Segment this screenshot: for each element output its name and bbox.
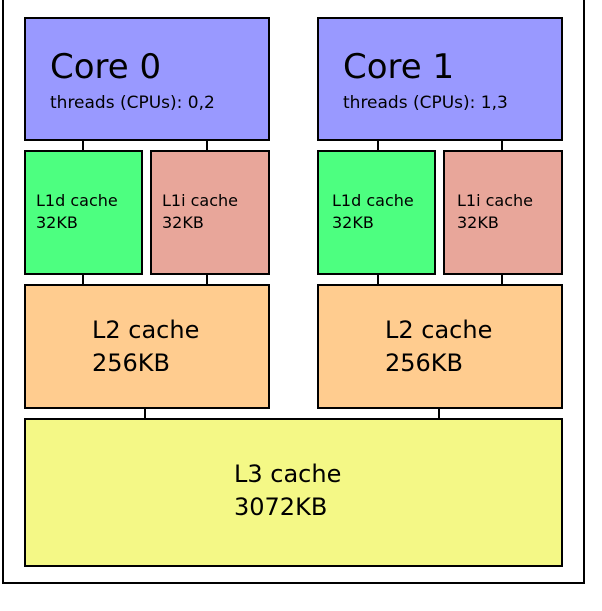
l3-label: L3 cache 3072KB (234, 458, 341, 524)
core-0-l1i-name: L1i cache (162, 191, 239, 210)
core-1-l1i-cache-box: L1i cache 32KB (443, 150, 563, 275)
connector-core1-l1i (501, 140, 503, 151)
core-0-l1d-cache-box: L1d cache 32KB (24, 150, 143, 275)
core-1-l1d-size: 32KB (332, 213, 374, 232)
core-0-l2-label: L2 cache 256KB (92, 314, 199, 380)
core-1-box: Core 1 threads (CPUs): 1,3 (317, 17, 563, 141)
connector-l2-0-l3 (144, 408, 146, 419)
l3-cache-box: L3 cache 3072KB (24, 418, 563, 567)
core-1-title: Core 1 (343, 47, 455, 87)
core-0-l1d-size: 32KB (36, 213, 78, 232)
core-1-l2-cache-box: L2 cache 256KB (317, 284, 563, 409)
core-1-l1d-label: L1d cache 32KB (332, 190, 414, 234)
core-0-l1d-label: L1d cache 32KB (36, 190, 118, 234)
core-0-l1d-name: L1d cache (36, 191, 118, 210)
connector-l1i1-l2 (501, 274, 503, 285)
core-0-l1i-cache-box: L1i cache 32KB (150, 150, 270, 275)
connector-core0-l1d (82, 140, 84, 151)
core-0-title: Core 0 (50, 47, 162, 87)
core-1-l2-label: L2 cache 256KB (385, 314, 492, 380)
connector-core0-l1i (206, 140, 208, 151)
connector-l1d1-l2 (377, 274, 379, 285)
core-0-l1i-size: 32KB (162, 213, 204, 232)
core-0-l2-name: L2 cache (92, 316, 200, 344)
core-1-l2-size: 256KB (385, 349, 464, 377)
core-1-l1i-label: L1i cache 32KB (457, 190, 533, 234)
l3-size: 3072KB (234, 493, 328, 521)
core-0-l2-size: 256KB (92, 349, 171, 377)
core-0-box: Core 0 threads (CPUs): 0,2 (24, 17, 270, 141)
core-1-l1i-name: L1i cache (457, 191, 534, 210)
connector-l2-1-l3 (438, 408, 440, 419)
core-1-l1d-name: L1d cache (332, 191, 414, 210)
connector-core1-l1d (377, 140, 379, 151)
core-0-l1i-label: L1i cache 32KB (162, 190, 238, 234)
connector-l1d0-l2 (82, 274, 84, 285)
core-1-threads: threads (CPUs): 1,3 (343, 93, 508, 113)
core-0-l2-cache-box: L2 cache 256KB (24, 284, 270, 409)
core-0-threads: threads (CPUs): 0,2 (50, 93, 215, 113)
core-1-l1i-size: 32KB (457, 213, 499, 232)
core-1-l2-name: L2 cache (385, 316, 493, 344)
l3-name: L3 cache (234, 460, 342, 488)
core-1-l1d-cache-box: L1d cache 32KB (317, 150, 436, 275)
connector-l1i0-l2 (206, 274, 208, 285)
